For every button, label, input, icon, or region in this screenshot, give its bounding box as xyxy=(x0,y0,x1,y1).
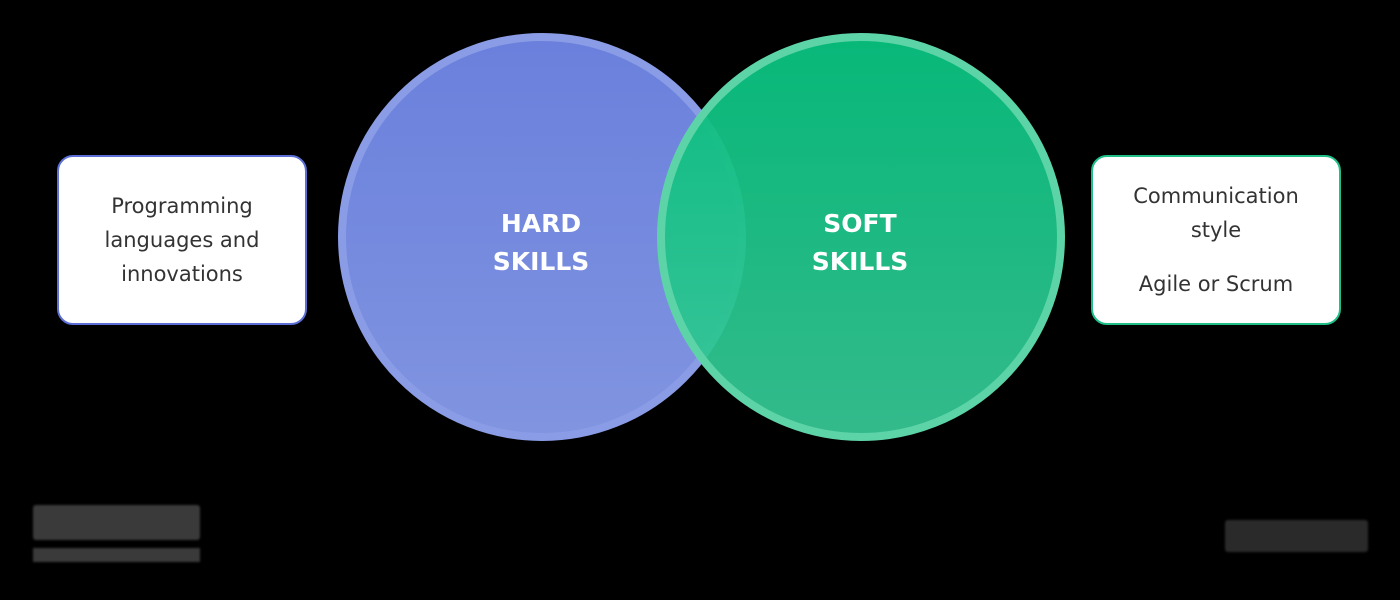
hard-skills-label: HARD SKILLS xyxy=(441,205,641,281)
logo-word-icon xyxy=(33,505,200,540)
box-text-line: Agile or Scrum xyxy=(1138,272,1294,296)
box-text-line: Programming xyxy=(111,194,253,218)
soft-skills-label: SOFT SKILLS xyxy=(760,205,960,281)
box-text-line: Communication xyxy=(1133,184,1299,208)
soft-skills-example-box: Communication style Agile or Scrum xyxy=(1091,155,1341,325)
watermark-logo-left xyxy=(33,505,200,562)
watermark-logo-right xyxy=(1225,520,1368,552)
label-line: SOFT xyxy=(823,209,897,238)
logo-bar-icon xyxy=(33,548,200,562)
label-line: SKILLS xyxy=(492,247,590,276)
box-text-line: style xyxy=(1190,218,1242,242)
soft-skills-circle xyxy=(657,33,1065,441)
hard-skills-example-box: Programming languages and innovations xyxy=(57,155,307,325)
box-text-line: languages and xyxy=(104,228,260,252)
label-line: SKILLS xyxy=(811,247,909,276)
label-line: HARD xyxy=(500,209,582,238)
box-text-line: innovations xyxy=(121,262,243,286)
